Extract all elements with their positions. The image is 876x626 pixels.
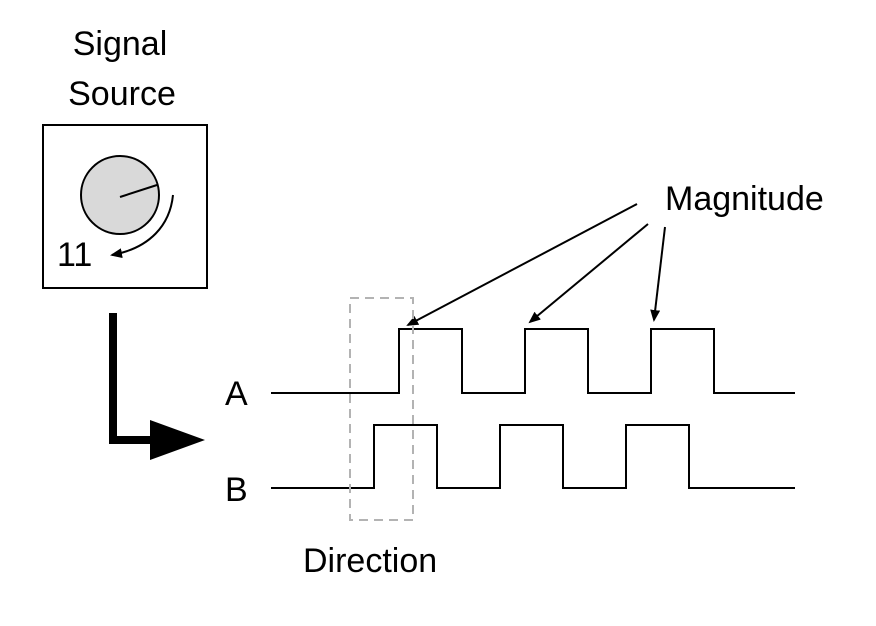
channel-a-label: A	[225, 375, 248, 413]
flow-arrow-head-icon	[150, 420, 205, 460]
magnitude-arrow-3	[650, 226, 666, 322]
signal-source-box	[42, 124, 208, 289]
rotation-arrow-icon	[110, 194, 174, 259]
knob-pointer	[119, 184, 158, 198]
title-line-2: Source	[68, 75, 176, 113]
magnitude-arrow-2	[528, 223, 649, 324]
knob-dial	[80, 155, 160, 235]
channel-b-label: B	[225, 471, 248, 509]
magnitude-arrow-1	[406, 203, 638, 326]
knob-icon	[80, 155, 174, 259]
magnitude-label: Magnitude	[665, 180, 824, 218]
direction-label: Direction	[303, 542, 437, 580]
direction-box	[349, 297, 414, 521]
knob-value: 11	[57, 236, 92, 274]
title-line-1: Signal	[73, 25, 168, 63]
channel-a-waveform	[271, 328, 795, 394]
flow-arrow-line	[109, 313, 160, 444]
channel-b-waveform	[271, 424, 795, 489]
